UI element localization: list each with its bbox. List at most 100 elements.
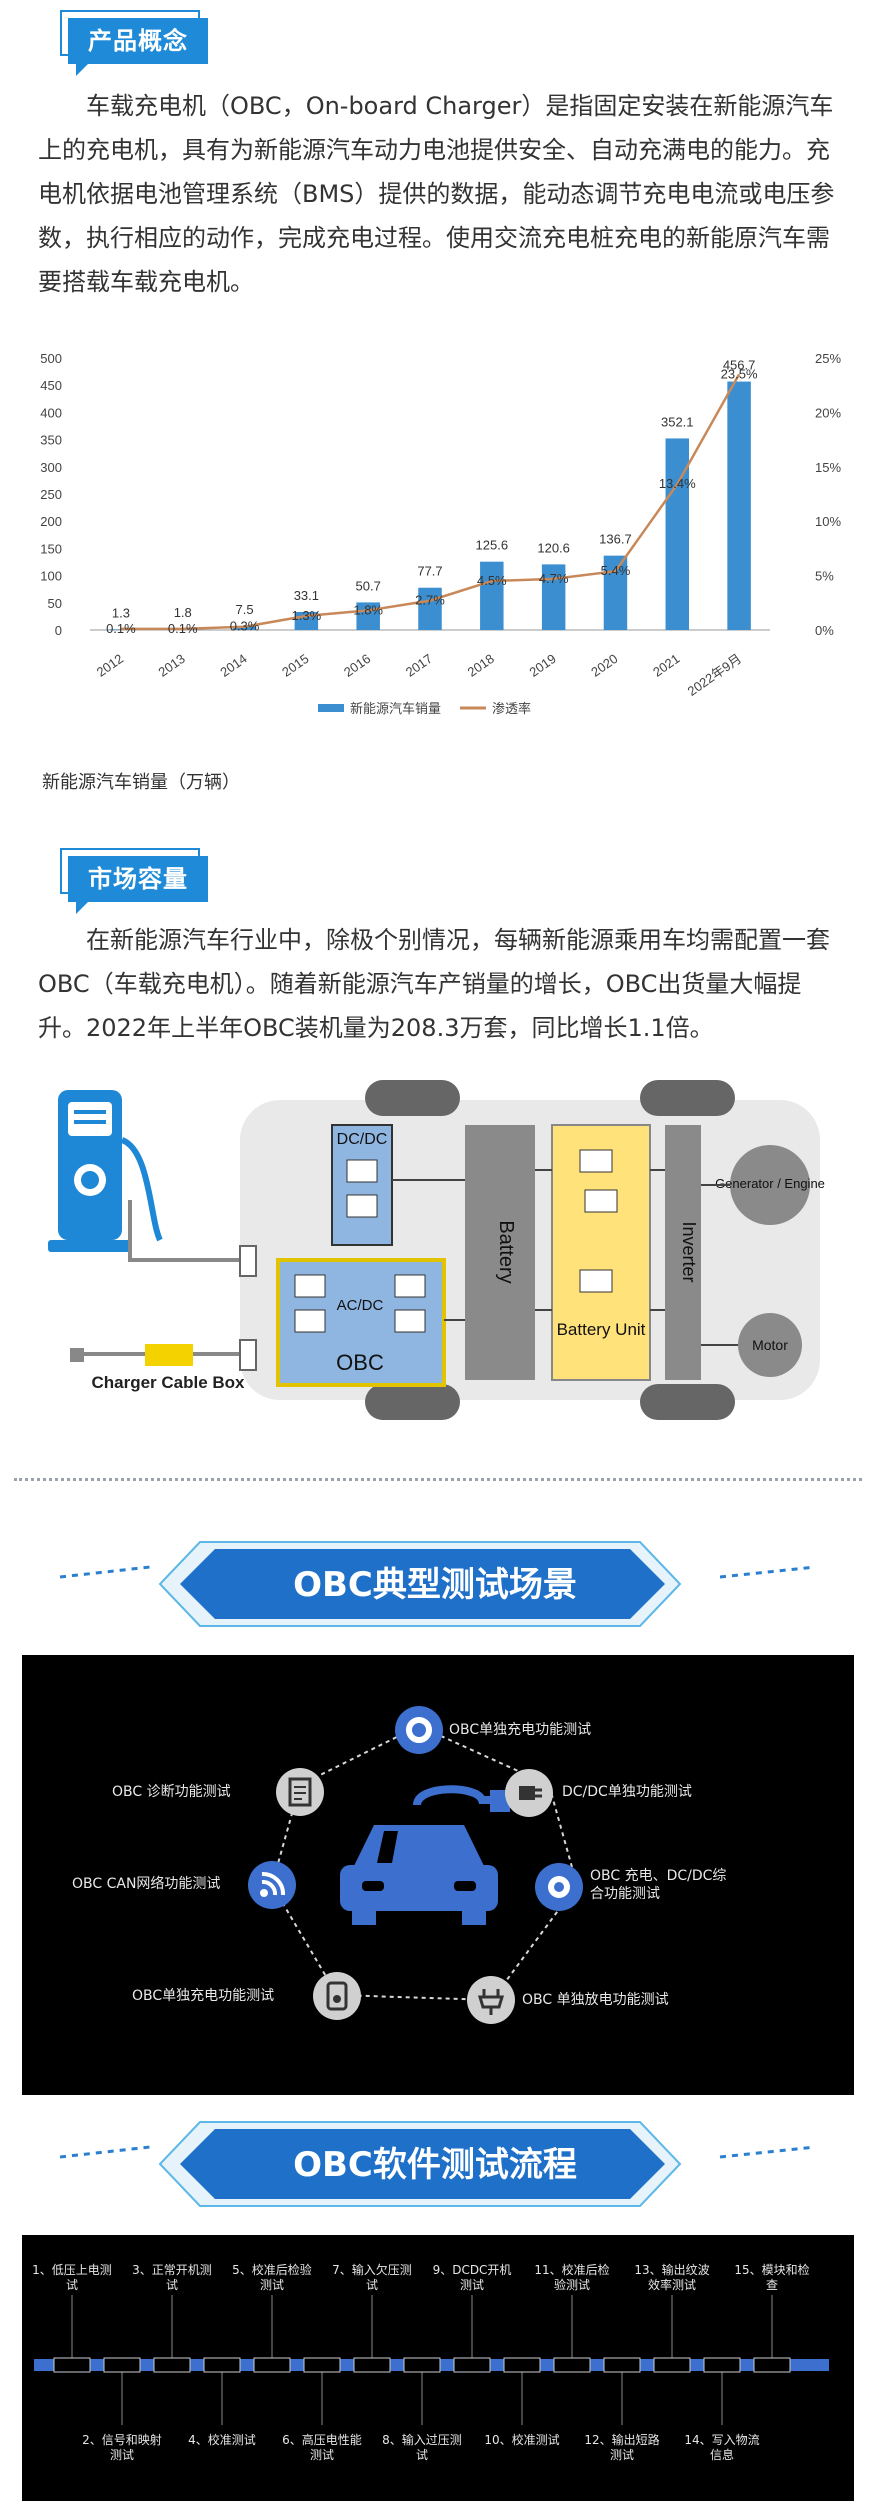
bar-2020 [603,555,628,630]
y-tick-label: 150 [40,541,62,556]
section-tag-market-capacity: 市场容量 [60,848,208,914]
x-tick-label: 2017 [403,651,435,680]
bar-2022年9月 [727,381,751,630]
x-tick-label: 2018 [465,651,497,680]
line-value-label: 4.5% [477,573,507,588]
report-icon [275,1767,325,1817]
scenario-label-4: OBC 单独放电功能测试 [522,1992,669,2008]
flow-step-bottom: 12、输出短路测试 [584,2433,660,2462]
flow-step-bottom: 8、输入过压测试 [382,2433,462,2462]
legend-bar-label: 新能源汽车销量 [350,701,441,716]
line-value-label: 0.1% [106,621,136,636]
y-tick-label: 450 [40,378,62,393]
bar-value-label: 1.8 [174,605,192,620]
scenario-label-3: OBC 充电、DC/DC综合功能测试 [590,1868,727,1902]
obc-label: OBC [336,1350,384,1375]
flow-step-top: 7、输入欠压测试 [332,2263,412,2292]
flow-step-top: 15、模块和检查 [734,2263,810,2292]
flow-step-top: 1、低压上电测试 [32,2263,112,2292]
x-tick-label: 2022年9月 [685,651,745,699]
gear-icon [394,1705,444,1755]
x-tick-label: 2014 [217,651,249,680]
y-tick-label: 200 [40,514,62,529]
legend-bar-swatch [318,704,344,712]
x-tick-label: 2013 [156,651,188,680]
plug-icon [504,1768,554,1818]
flow-step-top: 5、校准后检验测试 [232,2263,312,2292]
bar-value-label: 33.1 [294,588,319,603]
y2-tick-label: 5% [815,569,834,584]
flow-marker-top [253,2357,291,2373]
section-divider [14,1478,862,1481]
line-value-label: 5.4% [601,563,631,578]
section-tag-product-concept: 产品概念 [60,10,208,76]
battery-label: Battery [495,1220,517,1283]
dcdc-label: DC/DC [337,1131,388,1148]
penetration-line [120,373,741,631]
y-tick-label: 300 [40,460,62,475]
line-value-label: 1.3% [292,608,322,623]
flow-step-bottom: 6、高压电性能测试 [282,2433,362,2462]
y-tick-label: 0 [55,623,62,638]
charging-plug-icon [466,1975,516,2025]
meter-icon [312,1971,362,2021]
flow-marker-bottom [103,2357,141,2373]
y2-tick-label: 15% [815,460,841,475]
banner-test-scenarios: OBC典型测试场景 [0,1532,875,1652]
acdc-label: AC/DC [337,1297,384,1314]
bar-value-label: 125.6 [476,538,509,553]
flow-marker-bottom [403,2357,441,2373]
flow-marker-top [53,2357,91,2373]
flow-marker-top [553,2357,591,2373]
flow-step-bottom: 2、信号和映射测试 [82,2433,162,2462]
y2-tick-label: 25% [815,351,841,366]
obc-system-diagram: Charger Cable Box DC/DC AC/DC OBC Batter… [40,1080,850,1440]
scenario-label-5: OBC单独充电功能测试 [132,1988,275,2004]
bar-value-label: 120.6 [537,540,570,555]
bar-value-label: 50.7 [356,578,381,593]
bar-value-label: 77.7 [417,564,442,579]
flow-marker-bottom [203,2357,241,2373]
y-tick-label: 500 [40,351,62,366]
bar-value-label: 136.7 [599,532,632,547]
legend-line-label: 渗透率 [492,701,531,716]
line-value-label: 0.3% [230,619,260,634]
test-scenarios-panel: OBC单独充电功能测试 DC/DC单独功能测试 OBC 充电、DC/DC综合功能… [22,1655,854,2095]
flow-step-bottom: 10、校准测试 [484,2433,560,2447]
charging-station-icon [48,1090,163,1252]
scenario-label-2: DC/DC单独功能测试 [562,1784,692,1800]
market-capacity-paragraph: 在新能源汽车行业中，除极个别情况，每辆新能源乘用车均需配置一套OBC（车载充电机… [38,926,830,1042]
bar-value-label: 456.7 [723,358,756,373]
flow-marker-top [453,2357,491,2373]
x-tick-label: 2015 [279,651,311,680]
bar-value-label: 7.5 [236,602,254,617]
y2-tick-label: 20% [815,405,841,420]
line-value-label: 2.7% [415,593,445,608]
y2-tick-label: 0% [815,623,834,638]
sales-chart-svg: 0501001502002503003504004505000%5%10%15%… [40,351,841,716]
x-tick-label: 2016 [341,651,373,680]
x-tick-label: 2021 [650,651,682,680]
flow-step-bottom: 14、写入物流信息 [684,2433,760,2462]
scenario-label-6: OBC CAN网络功能测试 [72,1876,221,1892]
bar-value-label: 1.3 [112,605,130,620]
y2-tick-label: 10% [815,514,841,529]
banner-title-test-scenarios: OBC典型测试场景 [293,1565,577,1605]
bar-2018 [480,561,504,630]
bar-2019 [541,564,566,630]
x-tick-label: 2012 [94,651,126,680]
scenario-label-1: OBC单独充电功能测试 [449,1722,592,1738]
x-tick-label: 2019 [526,651,558,680]
flow-step-bottom: 4、校准测试 [188,2433,256,2447]
flow-marker-top [353,2357,391,2373]
flow-marker-top [753,2357,791,2373]
car-charging-icon [340,1785,510,1925]
line-value-label: 13.4% [659,476,696,491]
y-tick-label: 350 [40,433,62,448]
generator-label: Generator / Engine [715,1176,825,1191]
flow-step-top: 13、输出纹波效率测试 [634,2263,710,2292]
bar-2021 [665,438,690,630]
y-tick-label: 50 [48,596,62,611]
product-concept-paragraph: 车载充电机（OBC，On-board Charger）是指固定安装在新能源汽车上… [38,92,835,296]
